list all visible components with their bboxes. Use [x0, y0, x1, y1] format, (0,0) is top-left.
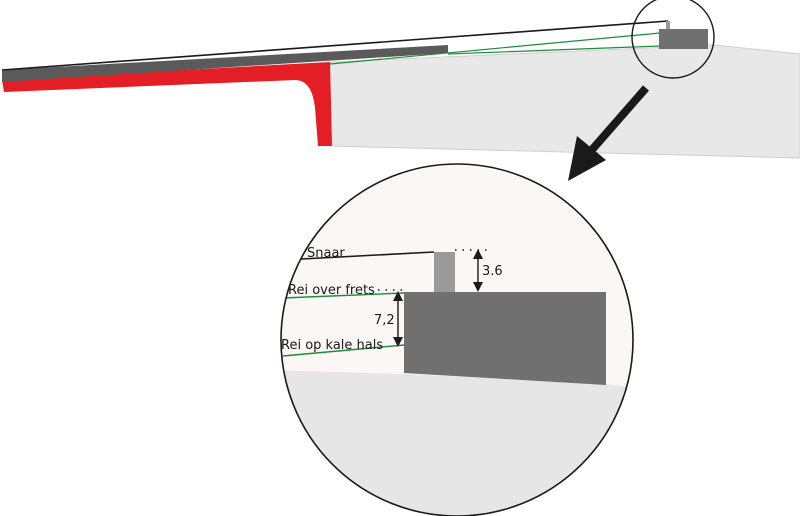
fret-block-small	[659, 29, 708, 49]
label-row-gap: 7,2	[374, 313, 395, 328]
zoom-circle-outline	[280, 163, 634, 516]
zoom-fret-wire	[434, 252, 455, 292]
zoom-bare-neck-row-line	[282, 344, 405, 357]
fret-row-line	[329, 32, 661, 65]
neck-body-shape	[329, 44, 800, 159]
neck-overview	[1, 0, 800, 159]
zoom-detail: Snaar Rei over frets Rei op kale hals 3.…	[280, 163, 634, 516]
label-bare-neck-row: Rei op kale hals	[281, 338, 383, 353]
label-fret-row: Rei over frets	[288, 283, 375, 298]
arrow-head	[568, 136, 606, 181]
magnifier-circle	[631, 0, 715, 79]
dimension-row-gap	[393, 291, 403, 347]
neck-heel-red	[2, 62, 332, 146]
zoom-fret-block	[404, 292, 606, 385]
zoom-string-line	[282, 251, 435, 261]
label-string-height: 3.6	[482, 264, 503, 279]
zoom-fret-row-line	[282, 292, 405, 299]
dimension-string-height	[473, 249, 483, 292]
fretboard-strip	[2, 45, 448, 82]
zoom-arrow	[568, 85, 650, 181]
label-string: Snaar	[307, 246, 345, 261]
bare-neck-row-line	[447, 45, 661, 55]
string-line	[1, 20, 669, 71]
fret-wire-small	[666, 21, 670, 29]
